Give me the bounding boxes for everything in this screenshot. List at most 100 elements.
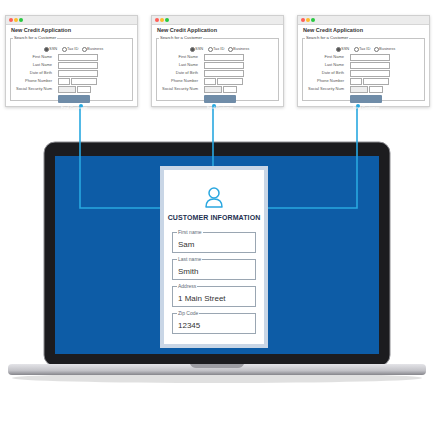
window-dot [9,18,13,22]
connector-line [268,107,357,208]
radio-label: SSN [341,47,349,51]
radio-button [190,47,195,52]
input-box [58,78,70,85]
radio-button [228,47,233,52]
form-title: New Credit Application [303,28,363,34]
connector-line [212,107,214,166]
window-dot [19,18,23,22]
field-label: Social Security Num [308,87,344,91]
radio-button [354,47,359,52]
fieldset-legend: Search for a Customer [159,36,203,40]
person-icon [204,186,224,208]
lid-notch [190,364,244,368]
window-dot [14,18,18,22]
field-value: 1 Main Street [178,295,226,303]
card-title: CUSTOMER INFORMATION [164,214,264,221]
input-box [204,78,216,85]
info-card: CUSTOMER INFORMATION First nameSamLast na… [160,166,268,348]
field-label: First Name [178,55,198,59]
radio-label: Tax ID [213,47,224,51]
window-dot [155,18,159,22]
input-box [223,86,237,93]
field-label: Last Name [33,63,52,67]
field-label: Last name [177,257,202,262]
radio-button [62,47,67,52]
input-box [204,70,244,77]
field-label: Date of Birth [322,71,344,75]
window-dot [165,18,169,22]
input-box [58,86,76,93]
form-title: New Credit Application [157,28,217,34]
button-label: Find Customer [58,104,90,112]
input-box [58,54,98,61]
button: Find Customer [350,95,382,103]
field-label: Last Name [179,63,198,67]
window-dot [301,18,305,22]
input-box [350,54,390,61]
input-box [77,86,91,93]
window-dot [311,18,315,22]
connector-line [80,107,160,208]
input-box [204,86,222,93]
button: Find Customer [204,95,236,103]
radio-button [82,47,87,52]
input-box [204,62,244,69]
input-box [58,70,98,77]
form-title: New Credit Application [11,28,71,34]
input-box [58,62,98,69]
fieldset-legend: Search for a Customer [305,36,349,40]
radio-label: Tax ID [67,47,78,51]
title-bar [6,16,137,25]
input-box [350,78,362,85]
form-window: New Credit ApplicationSearch for a Custo… [297,15,430,107]
field-label: Date of Birth [176,71,198,75]
input-box [363,78,389,85]
field-label: Address [177,284,197,289]
window-dot [160,18,164,22]
button-label: Find Customer [204,104,236,112]
input-box [71,78,97,85]
fieldset-legend: Search for a Customer [13,36,57,40]
input-field: Address 1 Main Street [172,286,256,307]
field-value: 12345 [178,322,200,330]
field-label: Last Name [325,63,344,67]
input-box [217,78,243,85]
radio-button [44,47,49,52]
input-box [350,70,390,77]
button: Find Customer [58,95,90,103]
input-box [350,62,390,69]
field-label: First Name [32,55,52,59]
screen-bezel [44,142,390,366]
radio-label: SSN [49,47,57,51]
radio-button [208,47,213,52]
radio-label: Business [87,47,103,51]
input-box [204,54,244,61]
field-value: Smith [178,268,198,276]
field-label: Date of Birth [30,71,52,75]
field-label: Social Security Num [16,87,52,91]
input-box [369,86,383,93]
field-label: Phone Number [317,79,344,83]
radio-label: Tax ID [359,47,370,51]
radio-label: SSN [195,47,203,51]
field-label: Phone Number [171,79,198,83]
radio-label: Business [379,47,395,51]
field-label: Social Security Num [162,87,198,91]
title-bar [152,16,283,25]
field-label: Phone Number [25,79,52,83]
input-field: First nameSam [172,232,256,253]
field-label: First name [177,230,203,235]
field-value: Sam [178,241,194,249]
form-window: New Credit ApplicationSearch for a Custo… [151,15,284,107]
radio-label: Business [233,47,249,51]
input-box [350,86,368,93]
window-dot [306,18,310,22]
field-label: Zip Code [177,311,199,316]
radio-button [336,47,341,52]
radio-button [374,47,379,52]
button-label: Find Customer [350,104,382,112]
title-bar [298,16,429,25]
screen [55,156,379,354]
field-label: First Name [324,55,344,59]
laptop-base [8,364,426,375]
